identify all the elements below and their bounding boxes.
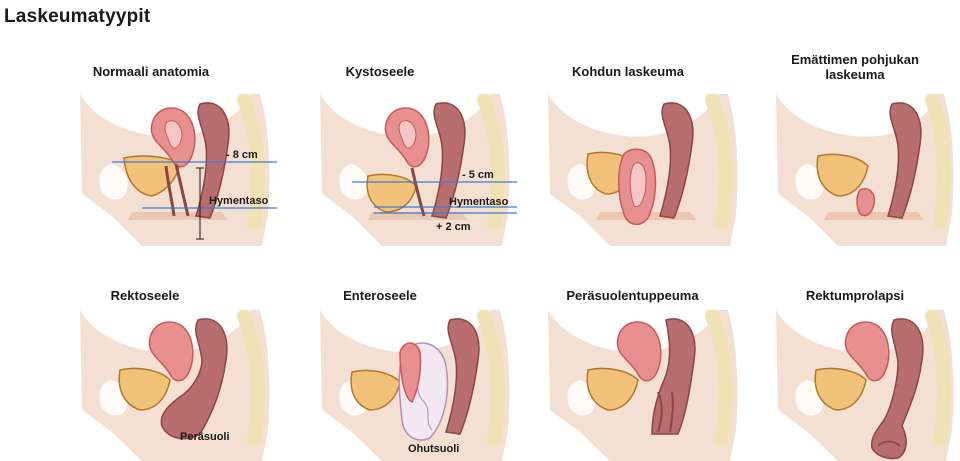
illustration-cystocele: - 5 cm Hymentaso + 2 cm	[312, 94, 517, 246]
caption-normal-anatomy: Normaali anatomia	[76, 64, 226, 79]
panel-cystocele: - 5 cm Hymentaso + 2 cm	[312, 94, 517, 246]
vaginal-vault	[857, 189, 874, 216]
caption-rectocele: Rektoseele	[90, 288, 200, 303]
illustration-rectal-intussusception	[540, 310, 745, 461]
panel-vault-prolapse	[768, 94, 958, 246]
caption-enterocele: Enteroseele	[320, 288, 440, 303]
illustration-rectocele: Peräsuoli	[72, 310, 277, 461]
panel-rectocele: Peräsuoli	[72, 310, 277, 461]
caption-uterine-prolapse: Kohdun laskeuma	[548, 64, 708, 79]
caption-rectal-intussusception: Peräsuolentuppeuma	[545, 288, 720, 303]
label-hymen-level: Hymentaso	[209, 195, 269, 207]
illustration-vault-prolapse	[768, 94, 958, 246]
panel-normal-anatomy: - 8 cm Hymentaso	[72, 94, 277, 246]
uterus-prolapsed	[619, 149, 656, 224]
label-minus-5cm: - 5 cm	[462, 169, 494, 181]
caption-cystocele: Kystoseele	[320, 64, 440, 79]
label-hymen-level: Hymentaso	[449, 196, 509, 208]
illustration-normal-anatomy: - 8 cm Hymentaso	[72, 94, 277, 246]
label-plus-2cm: + 2 cm	[436, 221, 471, 233]
label-minus-8cm: - 8 cm	[226, 149, 258, 161]
panel-rectal-prolapse	[768, 310, 958, 461]
caption-vault-prolapse-line1: Emättimen pohjukan	[770, 52, 940, 67]
panel-uterine-prolapse	[540, 94, 745, 246]
panel-enterocele: Ohutsuoli	[312, 310, 517, 461]
panel-rectal-intussusception	[540, 310, 745, 461]
page-title: Laskeumatyypit	[4, 6, 150, 28]
illustration-enterocele: Ohutsuoli	[312, 310, 517, 461]
caption-vault-prolapse-line2: laskeuma	[770, 67, 940, 82]
illustration-rectal-prolapse	[768, 310, 958, 461]
label-small-bowel: Ohutsuoli	[408, 443, 459, 455]
caption-rectal-prolapse: Rektumprolapsi	[790, 288, 920, 303]
caption-vault-prolapse: Emättimen pohjukan laskeuma	[770, 52, 940, 82]
label-rectum: Peräsuoli	[180, 431, 230, 443]
illustration-uterine-prolapse	[540, 94, 745, 246]
